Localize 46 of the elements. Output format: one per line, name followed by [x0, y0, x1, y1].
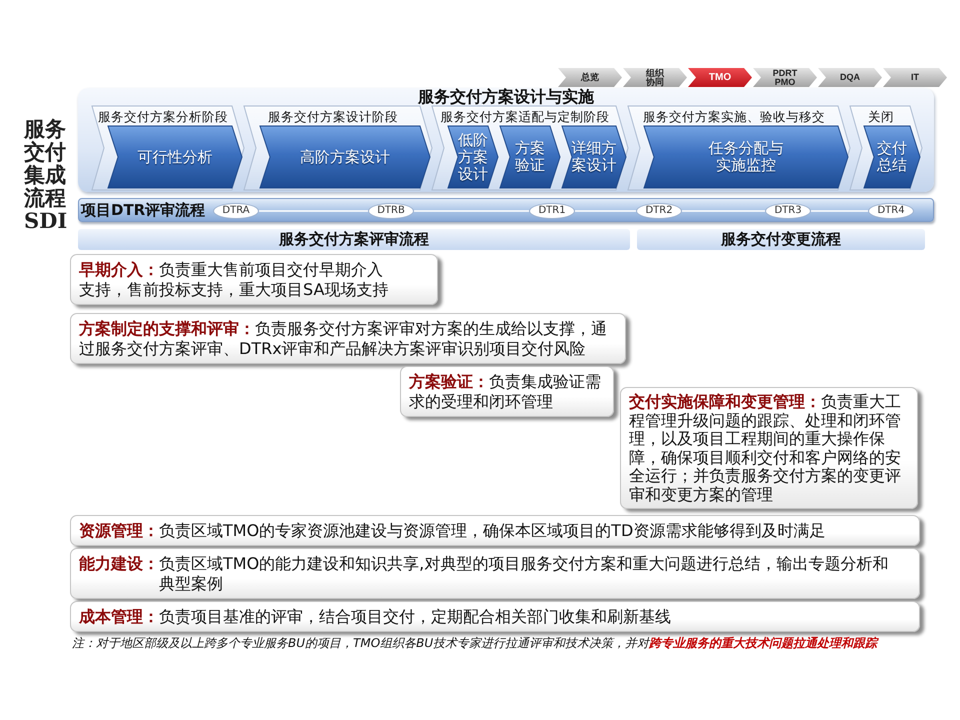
description-card: 能力建设：负责区域TMO的能力建设和知识共享,对典型的项目服务交付方案和重大问题进行总结，输出专题分析和典型案例: [70, 548, 920, 599]
description-card: 资源管理：负责区域TMO的专家资源池建设与资源管理，确保本区域项目的TD资源需求能够得到及时满足: [70, 515, 920, 546]
nav-tab: PDRT PMO: [753, 68, 817, 87]
description-card: 早期介入：负责重大售前项目交付早期介入支持，售前投标支持，重大项目SA现场支持: [70, 254, 438, 305]
connector-line: [682, 210, 765, 212]
milestone-oval: DTR3: [765, 203, 811, 219]
description-card: 方案验证：负责集成验证需求的受理和闭环管理: [400, 366, 614, 417]
milestone-oval: DTR1: [529, 203, 575, 219]
milestone-oval: DTR4: [868, 203, 914, 219]
process-step: 方案验证: [500, 126, 560, 188]
process-step: 详细方案设计: [562, 126, 626, 188]
milestone-oval: DTR2: [636, 203, 682, 219]
phase-frame: [244, 106, 432, 190]
connector-line: [811, 210, 868, 212]
process-band: 服务交付变更流程: [637, 229, 925, 250]
panel-title: 服务交付方案设计与实施: [418, 88, 594, 106]
connector-line: [414, 210, 529, 212]
process-step: 低阶方案设计: [448, 126, 498, 188]
connector-line: [575, 210, 636, 212]
phase-label: 服务交付方案适配与定制阶段: [440, 109, 610, 124]
phase-frame: [850, 106, 922, 190]
footnote: 注：对于地区部级及以上跨多个专业服务BU的项目，TMO组织各BU技术专家进行拉通评审和技术决策，并对跨专业服务的重大技术问题拉通处理和跟踪: [72, 636, 878, 650]
phase-label: 关闭: [868, 109, 894, 124]
nav-tab: TMO: [688, 68, 752, 87]
description-card: 方案制定的支撑和评审：负责服务交付方案评审对方案的生成给以支撑，通过服务交付方案评审、DTRx评审和产品解决方案评审识别项目交付风险: [70, 313, 626, 364]
nav-tab: 组织协同: [623, 68, 687, 87]
milestone-oval: DTRA: [213, 203, 259, 219]
phase-label: 服务交付方案分析阶段: [98, 109, 228, 124]
description-card: 交付实施保障和变更管理：负责重大工程管理升级问题的跟踪、处理和闭环管理，以及项目工程期间的重大操作保障，确保项目顺利交付和客户网络的安全运行；并负责服务交付方案的变更评审和变更方案的管理: [620, 387, 918, 509]
process-step: 交付总结: [864, 126, 920, 188]
review-track-bar: [78, 198, 934, 222]
process-band: 服务交付方案评审流程: [78, 229, 630, 250]
process-step: 可行性分析: [108, 126, 242, 188]
nav-tab: IT: [883, 68, 947, 87]
bar-title: 项目DTR评审流程: [81, 202, 206, 219]
connector-line: [259, 210, 368, 212]
nav-tab: DQA: [818, 68, 882, 87]
phase-label: 服务交付方案实施、验收与移交: [643, 109, 825, 124]
milestone-oval: DTRB: [368, 203, 414, 219]
process-step: 高阶方案设计: [260, 126, 430, 188]
phase-label: 服务交付方案设计阶段: [268, 109, 398, 124]
side-title: 服务交付集成流程SDI: [24, 117, 68, 232]
nav-tab: 总览: [558, 68, 622, 87]
phase-frame: [432, 106, 628, 190]
description-card: 成本管理：负责项目基准的评审，结合项目交付，定期配合相关部门收集和刷新基线: [70, 601, 920, 632]
phase-frame: [92, 106, 244, 190]
